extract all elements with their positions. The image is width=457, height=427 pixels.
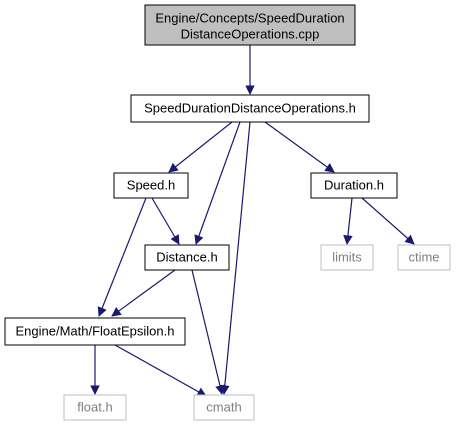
node-speed-label: Speed.h [127, 178, 175, 193]
node-distance-h[interactable]: Distance.h [144, 244, 230, 271]
node-speed-duration-distance-operations-h[interactable]: SpeedDurationDistanceOperations.h [130, 94, 370, 123]
node-root-label-line1: Engine/Concepts/SpeedDuration [155, 11, 344, 26]
node-root-label-line2: DistanceOperations.cpp [181, 27, 320, 42]
edge-sdd-to-cmath [220, 121, 251, 395]
node-limits[interactable]: limits [320, 244, 374, 271]
edge-floateps-to-cmath [114, 344, 207, 397]
node-float-epsilon-h[interactable]: Engine/Math/FloatEpsilon.h [4, 317, 186, 346]
node-floateps-label: Engine/Math/FloatEpsilon.h [16, 324, 175, 339]
edge-distance-to-floateps [111, 269, 176, 317]
node-floath-label: float.h [77, 400, 112, 415]
node-duration-h[interactable]: Duration.h [310, 172, 398, 199]
edge-duration-to-ctime [361, 197, 415, 245]
node-duration-label: Duration.h [324, 178, 384, 193]
node-root-file[interactable]: Engine/Concepts/SpeedDuration DistanceOp… [144, 4, 356, 46]
edge-sdd-to-speed [168, 121, 233, 173]
node-ctime[interactable]: ctime [397, 244, 451, 271]
edge-speed-to-distance [151, 197, 180, 245]
edge-sdd-to-distance [194, 121, 241, 245]
node-float-h[interactable]: float.h [63, 394, 127, 421]
node-speed-h[interactable]: Speed.h [113, 172, 189, 199]
edge-speed-to-floateps [97, 197, 147, 317]
edge-duration-to-limits [343, 197, 353, 245]
node-ctime-label: ctime [408, 250, 439, 265]
node-distance-label: Distance.h [156, 250, 217, 265]
node-cmath-label: cmath [206, 400, 241, 415]
node-cmath[interactable]: cmath [193, 394, 255, 421]
edge-distance-to-cmath [191, 269, 225, 395]
node-sdd-label: SpeedDurationDistanceOperations.h [144, 101, 356, 116]
dependency-edges [90, 45, 415, 397]
node-limits-label: limits [332, 250, 362, 265]
edge-sdd-to-duration [264, 121, 335, 173]
